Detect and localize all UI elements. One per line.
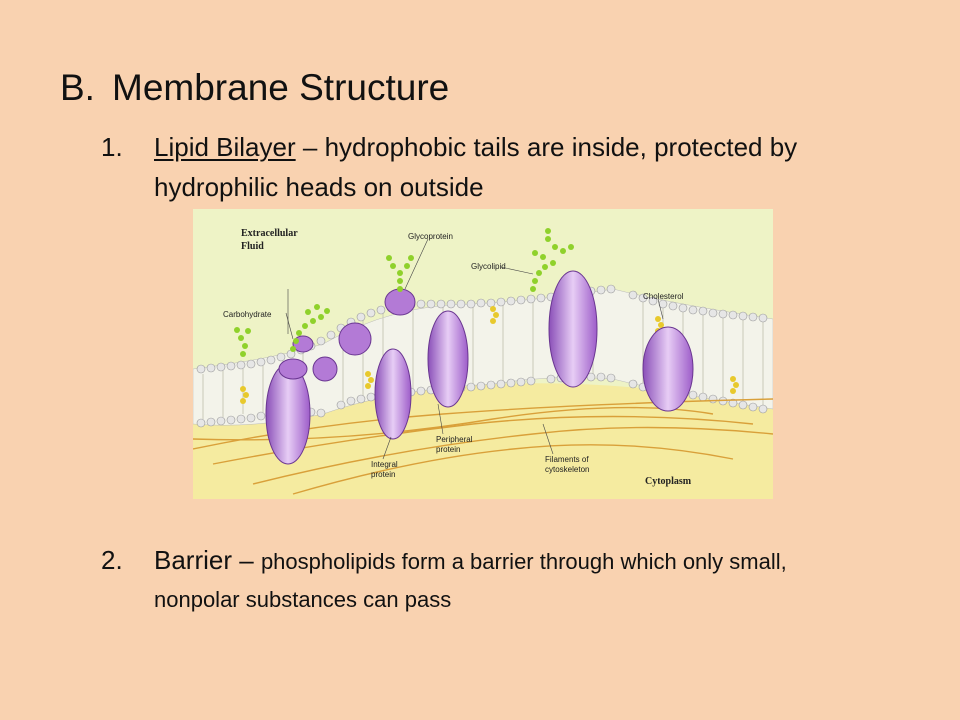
label-integral-protein: protein xyxy=(371,470,395,479)
heading-marker: B. xyxy=(60,67,95,108)
cytoplasm-region xyxy=(193,383,773,499)
term-dash: – xyxy=(295,132,325,162)
membrane-diagram: Extracellular Fluid Glycoprotein Glycoli… xyxy=(193,209,773,499)
list-item-barrier: 2. Barrier – phospholipids form a barrie… xyxy=(101,542,861,618)
item-description: phospholipids form a barrier through whi… xyxy=(154,549,787,612)
label-carbohydrate: Carbohydrate xyxy=(223,310,272,319)
membrane-diagram-svg: Extracellular Fluid Glycoprotein Glycoli… xyxy=(193,228,773,499)
label-extracellular: Extracellular xyxy=(241,228,298,239)
membrane-proteins xyxy=(265,270,694,465)
label-fluid: Fluid xyxy=(241,241,264,252)
heading-text: Membrane Structure xyxy=(112,67,450,108)
label-peripheral-protein: protein xyxy=(436,445,460,454)
label-glycolipid: Glycolipid xyxy=(471,262,506,271)
label-leaders xyxy=(285,238,664,460)
item-description: hydrophobic tails are inside, protected … xyxy=(154,132,798,202)
label-glycoprotein: Glycoprotein xyxy=(408,232,453,241)
carbohydrate-chains xyxy=(234,228,574,357)
list-item-lipid-bilayer: 1. Lipid Bilayer – hydrophobic tails are… xyxy=(101,127,861,207)
slide-heading: B. Membrane Structure xyxy=(60,66,449,110)
term-dash: – xyxy=(232,545,261,575)
term-barrier: Barrier xyxy=(154,545,233,575)
term-lipid-bilayer: Lipid Bilayer xyxy=(154,132,296,162)
list-item-marker: 2. xyxy=(101,545,123,575)
label-integral: Integral xyxy=(371,460,398,469)
list-item-marker: 1. xyxy=(101,132,123,162)
label-peripheral: Peripheral xyxy=(436,435,473,444)
label-cytoplasm: Cytoplasm xyxy=(645,476,692,487)
label-filaments: Filaments of xyxy=(545,455,589,464)
label-cytoskeleton: cytoskeleton xyxy=(545,465,589,474)
label-cholesterol: Cholesterol xyxy=(643,292,684,301)
